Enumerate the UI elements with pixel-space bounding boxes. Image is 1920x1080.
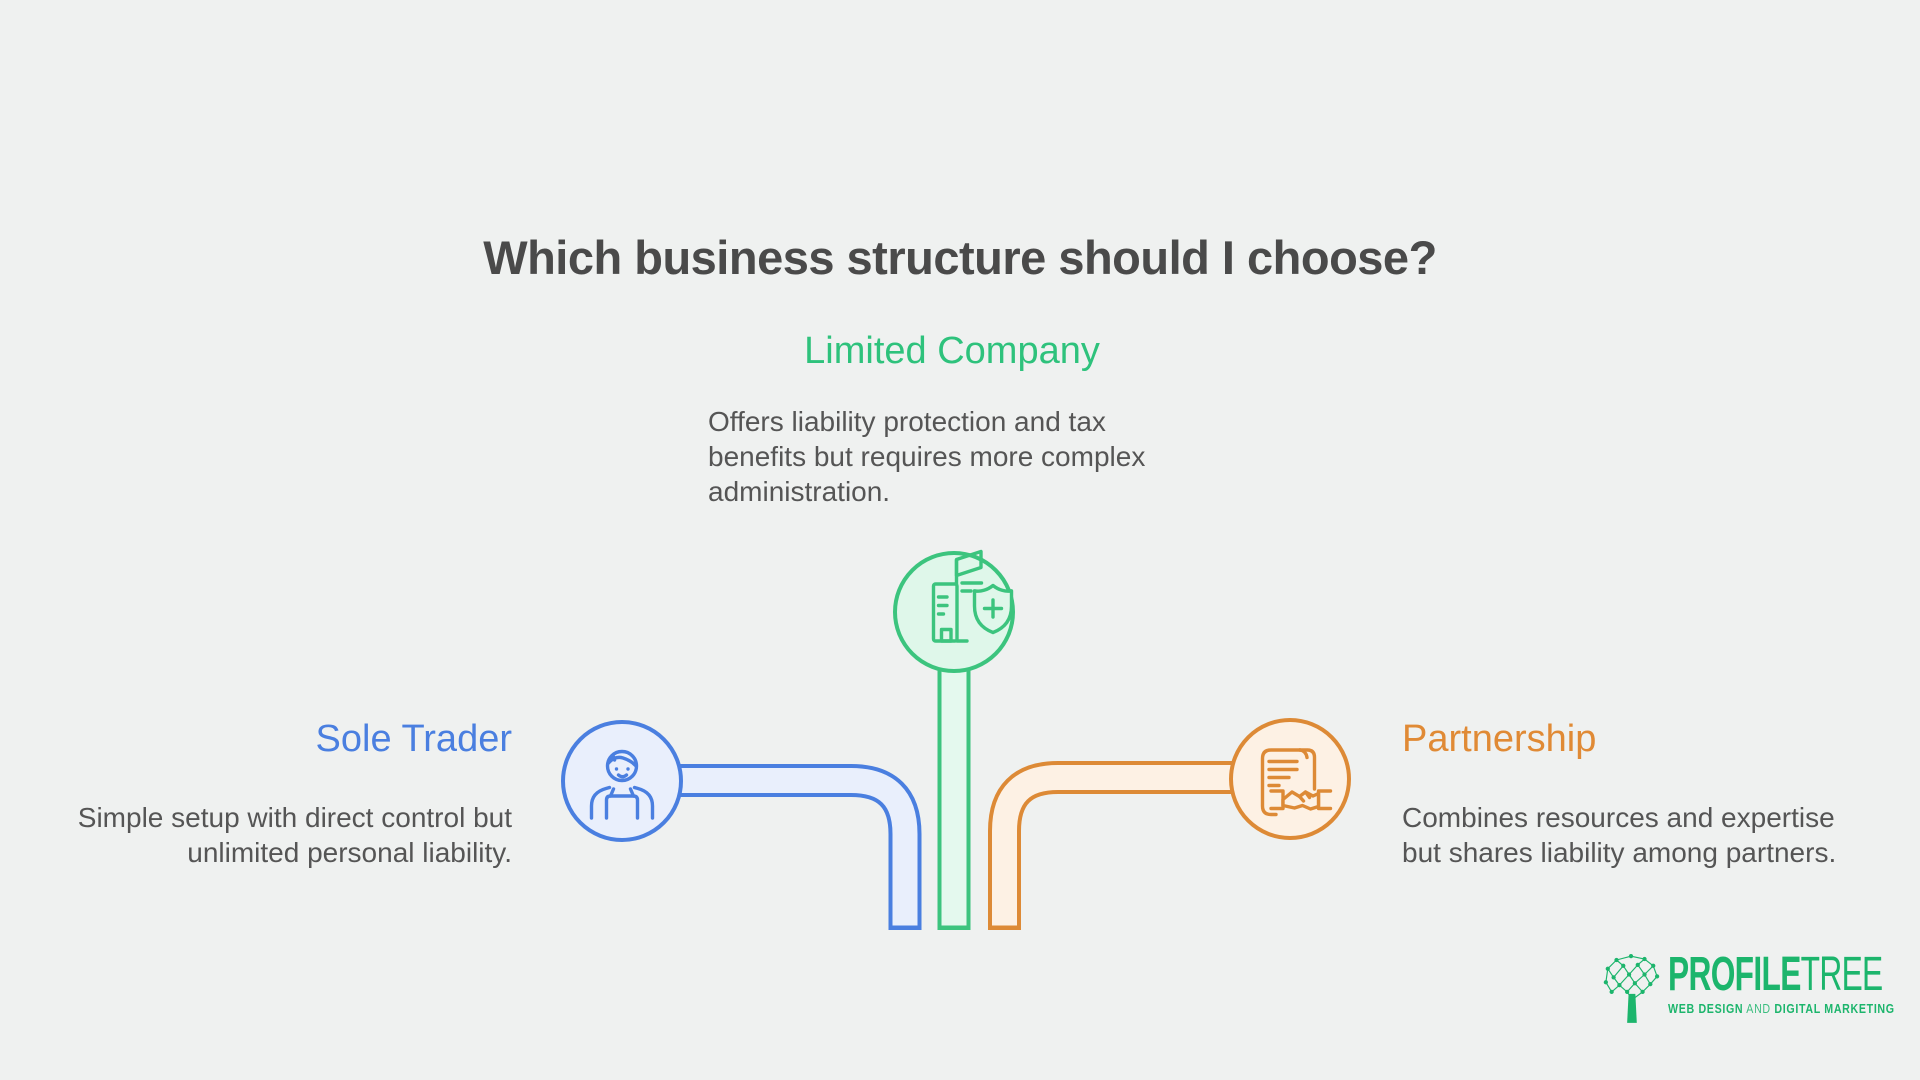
partnership-heading: Partnership [1402,718,1597,760]
sole-trader-desc-line: Simple setup with direct control but [77,802,512,833]
profiletree-tree-icon [1603,954,1660,1023]
limited-company-desc-line: benefits but requires more complex [708,441,1146,472]
partnership-desc-line: Combines resources and expertise [1402,802,1835,833]
tree-network-edges [1605,955,1658,999]
partnership-connector-outline [988,761,1250,930]
contract-handshake-icon [1260,748,1333,817]
sole-trader-connector-outline [660,764,922,930]
brand-secondary: TREE [1800,948,1884,1001]
partnership-node-circle [1229,718,1351,840]
sole-trader-heading: Sole Trader [315,718,512,760]
limited-company-desc-line: administration. [708,476,891,507]
partnership-desc-line: but shares liability among partners. [1402,837,1837,868]
brand-primary: PROFILE [1668,948,1801,1001]
tagline-and: AND [1746,1001,1771,1016]
brand-tagline: WEB DESIGN AND DIGITAL MARKETING [1668,1002,1920,1015]
limited-company-node-circle [893,551,1015,673]
limited-company-description: Offers liability protection and tax bene… [708,404,1200,509]
sole-trader-desc-line: unlimited personal liability. [187,837,512,868]
sole-trader-connector-fill [660,768,918,926]
profiletree-logo: PROFILETREE WEB DESIGN AND DIGITAL MARKE… [1602,951,1912,1031]
tagline-web-design: WEB DESIGN [1668,1001,1744,1016]
building-shield-icon [931,549,1014,643]
tree-network-nodes [1603,954,1660,995]
brand-name: PROFILETREE [1668,951,1883,999]
partnership-connector-fill [992,765,1250,926]
partnership-description: Combines resources and expertise but sha… [1402,800,1902,870]
tagline-digital-marketing: DIGITAL MARKETING [1774,1001,1895,1016]
person-apron-icon [589,749,655,820]
page-title: Which business structure should I choose… [483,231,1437,285]
sole-trader-description: Simple setup with direct control but unl… [30,800,512,870]
limited-company-heading: Limited Company [804,330,1100,372]
limited-company-desc-line: Offers liability protection and tax [708,406,1106,437]
profiletree-wordmark: PROFILETREE WEB DESIGN AND DIGITAL MARKE… [1668,951,1920,1016]
tree-trunk [1627,993,1637,1023]
